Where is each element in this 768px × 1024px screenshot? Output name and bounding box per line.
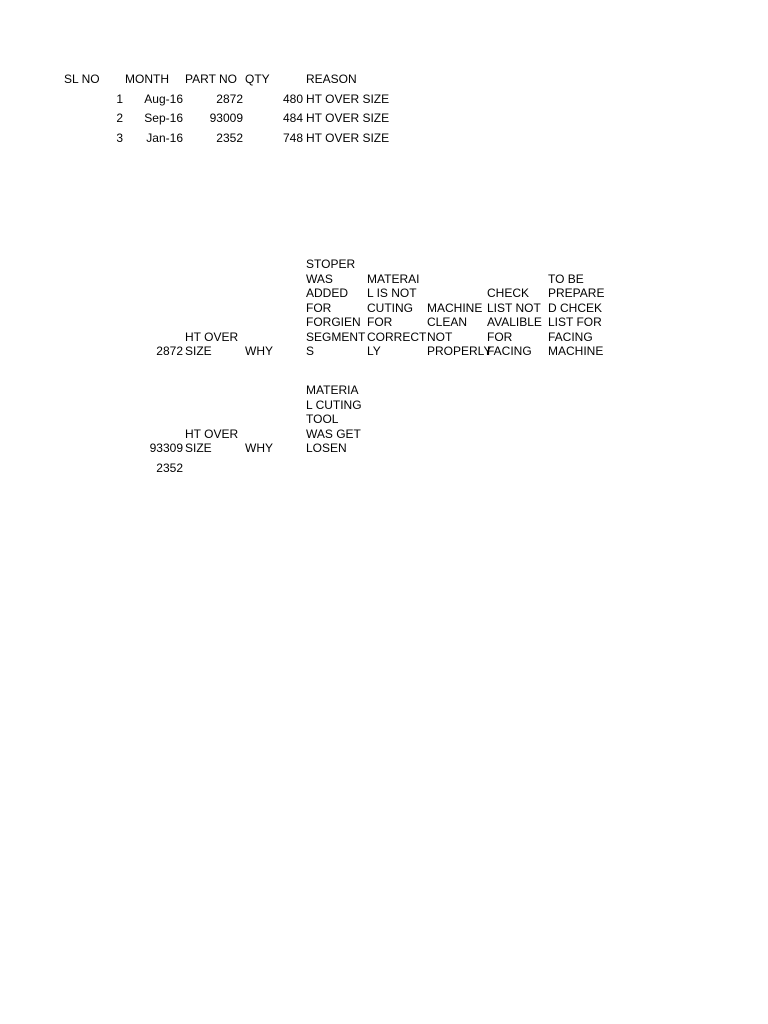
row2-sl-no: 2	[116, 111, 123, 125]
why-row1-cause1: STOPER WAS ADDED FOR FORGIEN SEGMENT S	[306, 257, 366, 358]
why-row1-cause2: MATERAI L IS NOT CUTING FOR CORRECT LY	[367, 271, 427, 359]
why-row1-problem: HT OVER SIZE	[185, 329, 239, 359]
row3-part-no: 2352	[216, 131, 243, 145]
row3-reason: HT OVER SIZE	[306, 131, 390, 145]
row3-qty: 748	[282, 131, 303, 145]
header-part-no: PART NO	[185, 72, 238, 86]
row2-month: Sep-16	[144, 111, 183, 125]
why-row1-cause3: MACHINE CLEAN NOT PROPERLY	[427, 300, 492, 359]
header-sl-no: SL NO	[64, 72, 100, 86]
why-row1-action: TO BE PREPARE D CHCEK LIST FOR FACING MA…	[548, 271, 605, 359]
row2-qty: 484	[282, 111, 303, 125]
why-row2-why: WHY	[245, 441, 273, 455]
row1-sl-no: 1	[116, 92, 123, 106]
header-qty: QTY	[245, 72, 270, 86]
why-row1-why: WHY	[245, 344, 273, 358]
why-row2-part-no: 93309	[149, 441, 183, 455]
row3-month: Jan-16	[146, 131, 183, 145]
row3-sl-no: 3	[116, 131, 123, 145]
row2-reason: HT OVER SIZE	[306, 111, 390, 125]
why-row2-problem: HT OVER SIZE	[185, 426, 239, 456]
row1-month: Aug-16	[144, 92, 183, 106]
why-row3-part-no: 2352	[156, 461, 183, 475]
row1-part-no: 2872	[216, 92, 243, 106]
row2-part-no: 93009	[209, 111, 243, 125]
why-row1-cause4: CHECK LIST NOT AVALIBLE FOR FACING	[487, 286, 542, 358]
header-reason: REASON	[306, 72, 357, 86]
row1-qty: 480	[282, 92, 303, 106]
why-row1-part-no: 2872	[156, 344, 183, 358]
header-month: MONTH	[125, 72, 169, 86]
why-row2-cause1: MATERIA L CUTING TOOL WAS GET LOSEN	[306, 383, 362, 455]
row1-reason: HT OVER SIZE	[306, 92, 390, 106]
